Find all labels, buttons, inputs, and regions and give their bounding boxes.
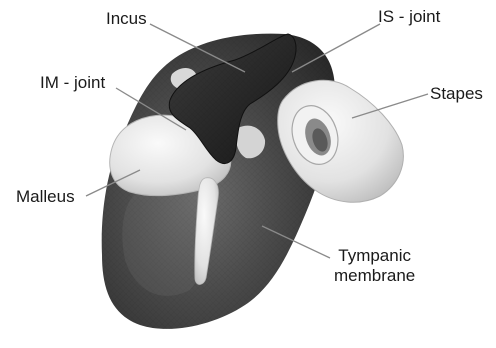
is-joint-label: IS - joint: [378, 7, 440, 27]
tympanic-label-line2: membrane: [334, 266, 415, 286]
malleus-label: Malleus: [16, 187, 75, 207]
tympanic-label-line1: Tympanic: [334, 246, 415, 266]
im-joint-label: IM - joint: [40, 73, 105, 93]
stapes-label: Stapes: [430, 84, 483, 104]
incus-label: Incus: [106, 9, 147, 29]
tympanic-membrane-label: Tympanic membrane: [334, 246, 415, 286]
